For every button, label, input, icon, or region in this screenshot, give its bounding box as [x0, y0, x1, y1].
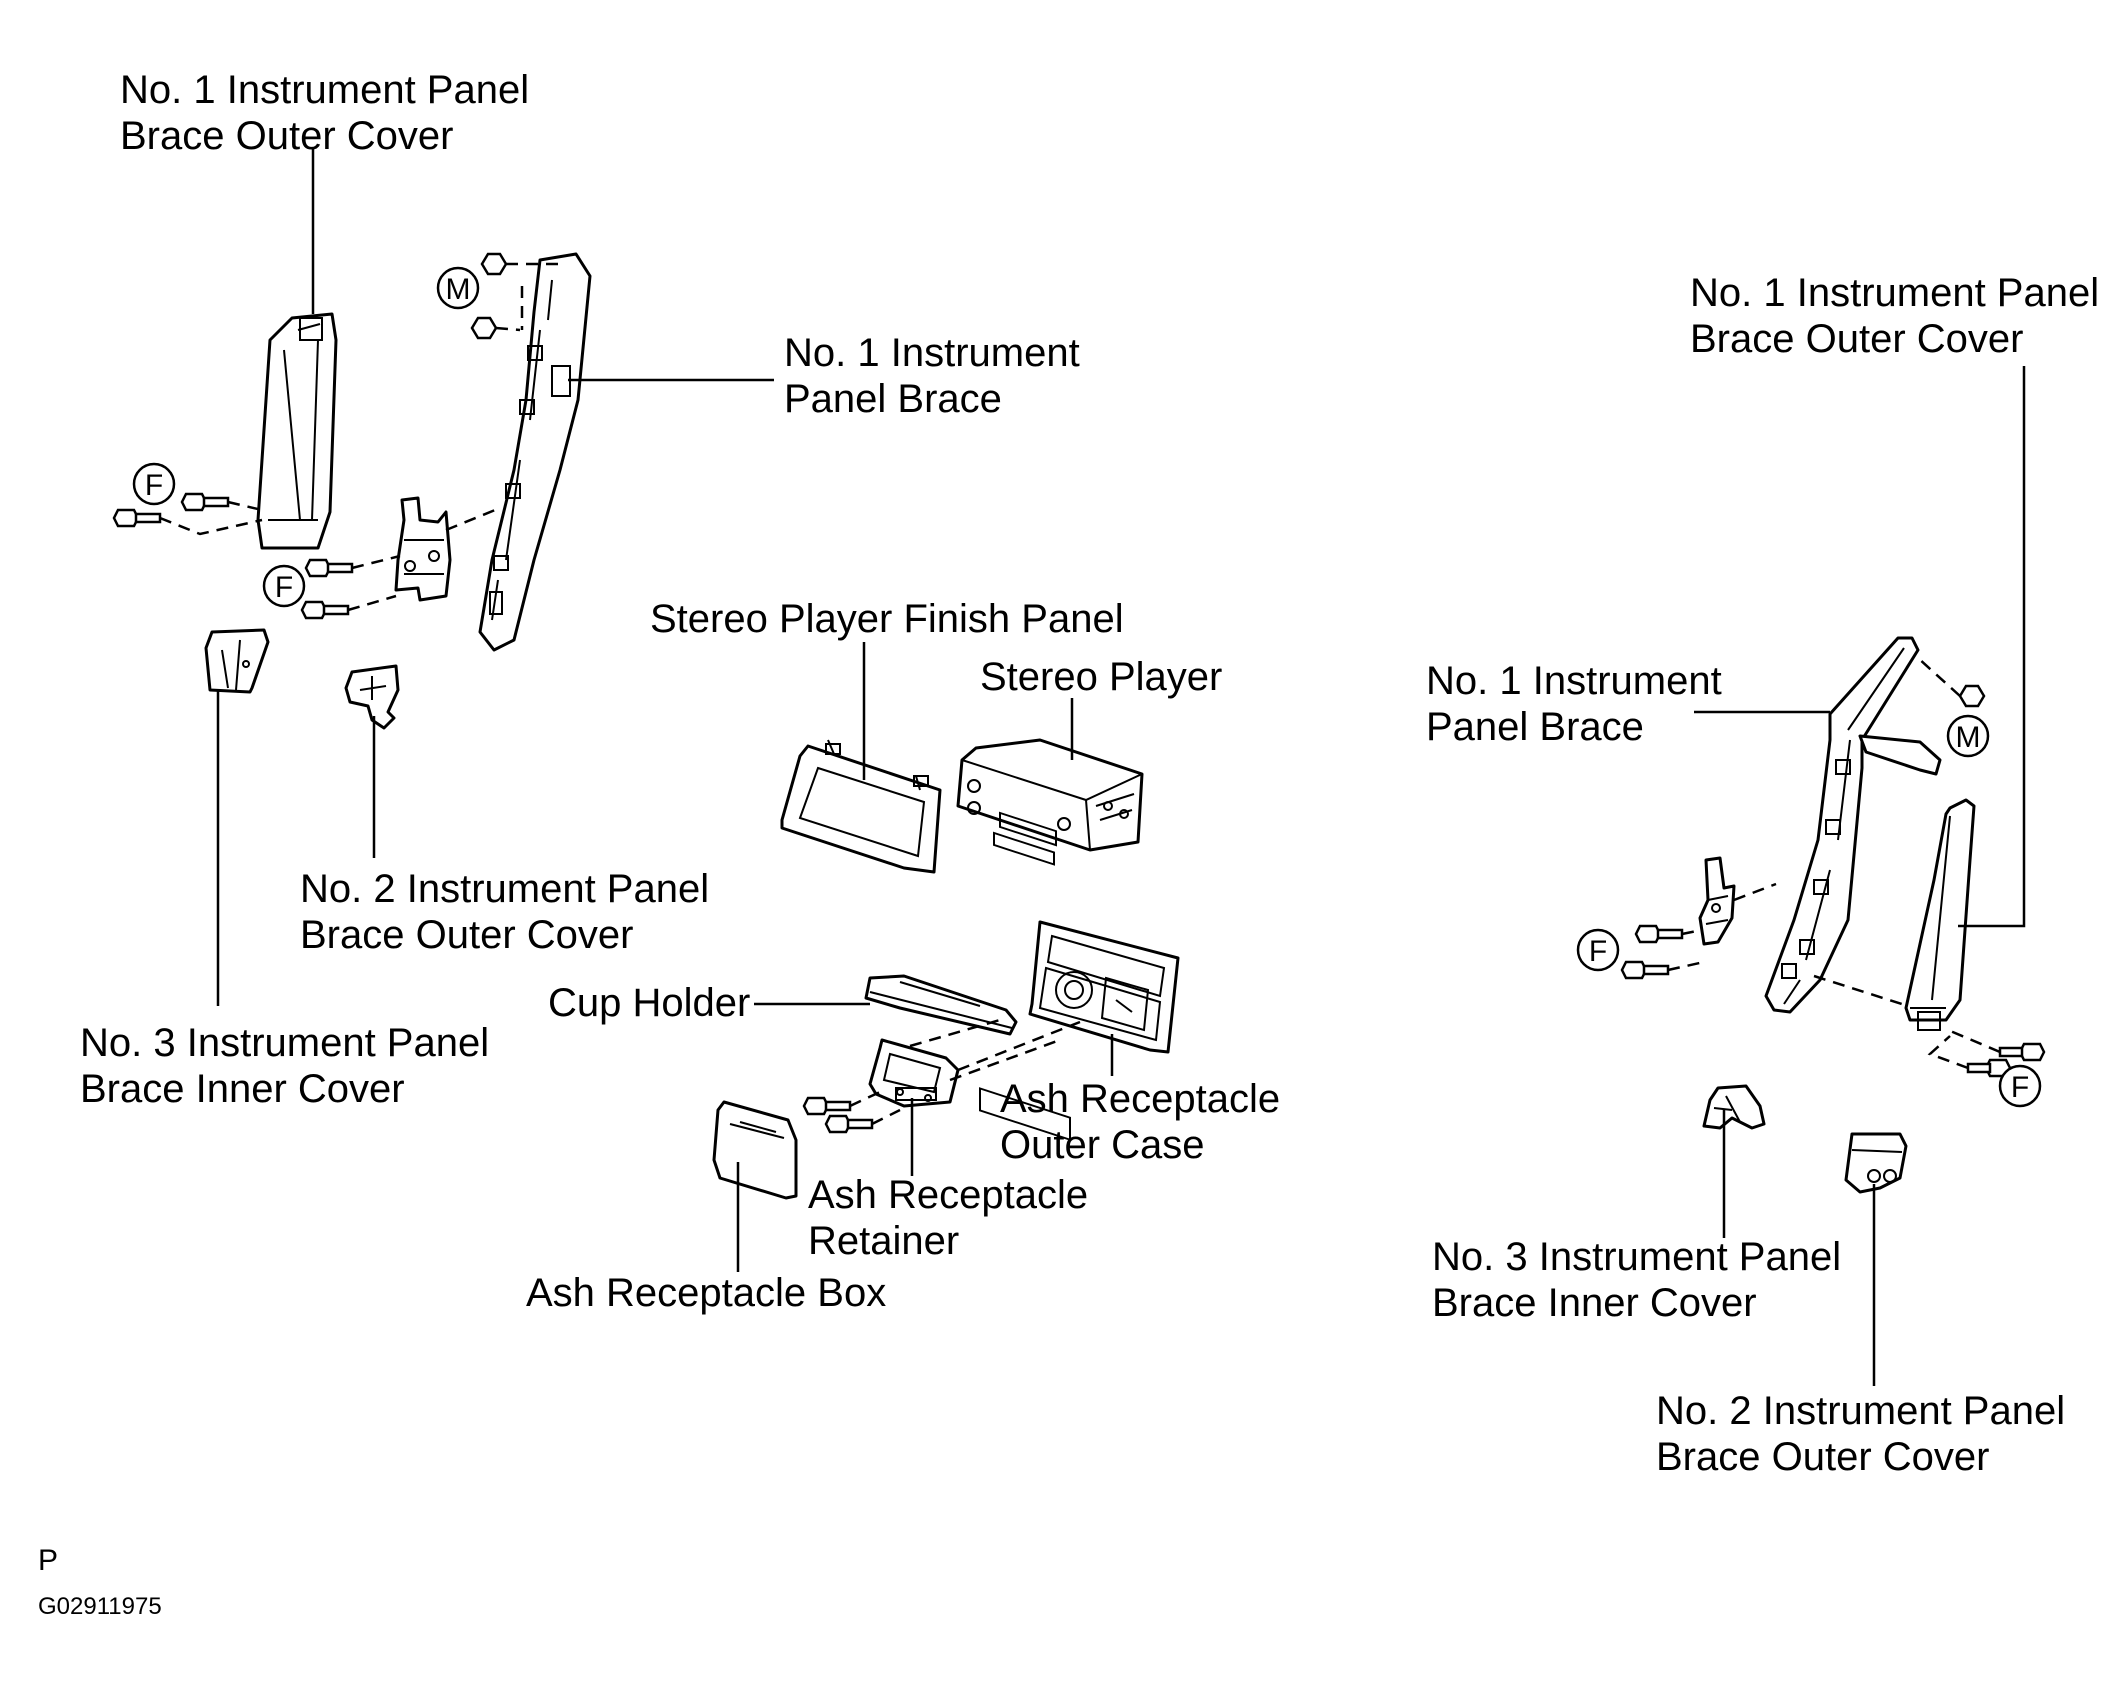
right-no1-brace [1764, 636, 1942, 1014]
labels: No. 1 Instrument Panel Brace Outer Cover… [80, 68, 2099, 1479]
middle-bolts [802, 1018, 1081, 1134]
left-no3-inner-cover [204, 628, 270, 694]
stereo-player-finish-panel [780, 739, 942, 874]
f-symbol-text: F [145, 469, 163, 502]
label-ash-outer-case-line1: Ash Receptacle [1000, 1077, 1280, 1121]
left-f-symbol-upper: F [132, 462, 176, 506]
label-left-no1-outer-cover-line1: No. 1 Instrument Panel [120, 68, 529, 112]
f-symbol-text: F [2011, 1071, 2029, 1104]
label-right-no3-inner-cover-line1: No. 3 Instrument Panel [1432, 1235, 1841, 1279]
m-symbol-text: M [446, 273, 471, 306]
stereo-player [956, 738, 1144, 1141]
left-no1-brace [478, 252, 592, 652]
right-nut [1917, 657, 1986, 708]
label-right-no2-outer-cover-line2: Brace Outer Cover [1656, 1435, 1989, 1479]
right-no2-outer-cover [1844, 1132, 1908, 1194]
label-stereo-player: Stereo Player [980, 655, 1222, 699]
ash-receptacle-outer-case [1028, 920, 1180, 1054]
right-no3-inner-cover [1702, 1084, 1766, 1130]
label-left-no1-outer-cover-line2: Brace Outer Cover [120, 114, 453, 158]
label-right-no1-outer-cover-line1: No. 1 Instrument Panel [1690, 271, 2099, 315]
left-f-symbol-lower: F [262, 564, 306, 608]
label-ash-retainer-line2: Retainer [808, 1219, 959, 1263]
right-f-symbol-left: F [1576, 928, 1620, 972]
middle-console-group [712, 642, 1180, 1272]
label-right-no2-outer-cover-line1: No. 2 Instrument Panel [1656, 1389, 2065, 1433]
label-left-no1-brace-line1: No. 1 Instrument [784, 331, 1080, 375]
left-bracket [394, 496, 452, 602]
label-ash-retainer-line1: Ash Receptacle [808, 1173, 1088, 1217]
left-no2-outer-cover [344, 664, 400, 730]
label-left-no2-outer-cover-line1: No. 2 Instrument Panel [300, 867, 709, 911]
label-ash-outer-case-line2: Outer Case [1000, 1123, 1205, 1167]
leader-right-outer-cover-1 [1958, 366, 2026, 928]
label-right-no3-inner-cover-line2: Brace Inner Cover [1432, 1281, 1757, 1325]
right-brace-group: M F F [1576, 366, 2046, 1386]
right-bracket [1698, 856, 1736, 946]
label-left-no3-inner-cover-line2: Brace Inner Cover [80, 1067, 405, 1111]
label-left-no3-inner-cover-line1: No. 3 Instrument Panel [80, 1021, 489, 1065]
ash-receptacle-box [712, 1100, 798, 1200]
right-no1-outer-cover [1904, 798, 1976, 1031]
label-left-no1-brace-line2: Panel Brace [784, 377, 1002, 421]
label-cup-holder: Cup Holder [548, 981, 750, 1025]
right-m-symbol: M [1946, 714, 1990, 758]
left-nuts [470, 252, 560, 340]
right-bolts-left [1620, 882, 1777, 980]
footer: P G02911975 [38, 1544, 162, 1620]
label-right-no1-brace-line2: Panel Brace [1426, 705, 1644, 749]
m-symbol-text: M [1956, 721, 1981, 754]
left-brace-group: M F F [112, 148, 774, 1006]
left-bolts-upper [112, 492, 263, 536]
left-m-symbol: M [436, 266, 480, 310]
label-right-no1-outer-cover-line2: Brace Outer Cover [1690, 317, 2023, 361]
label-left-no2-outer-cover-line2: Brace Outer Cover [300, 913, 633, 957]
cup-holder [864, 974, 1018, 1036]
ash-receptacle-retainer [868, 1038, 960, 1108]
right-f-symbol-lower: F [1998, 1064, 2042, 1108]
label-right-no1-brace-line1: No. 1 Instrument [1426, 659, 1722, 703]
left-bolts-lower [300, 506, 501, 620]
right-bolts-lower [1813, 974, 2046, 1078]
left-no1-outer-cover [256, 312, 338, 550]
footer-letter: P [38, 1544, 58, 1577]
label-stereo-player-finish-panel: Stereo Player Finish Panel [650, 597, 1124, 641]
f-symbol-text: F [275, 571, 293, 604]
footer-code: G02911975 [38, 1593, 162, 1620]
label-ash-box: Ash Receptacle Box [526, 1271, 886, 1315]
f-symbol-text: F [1589, 935, 1607, 968]
